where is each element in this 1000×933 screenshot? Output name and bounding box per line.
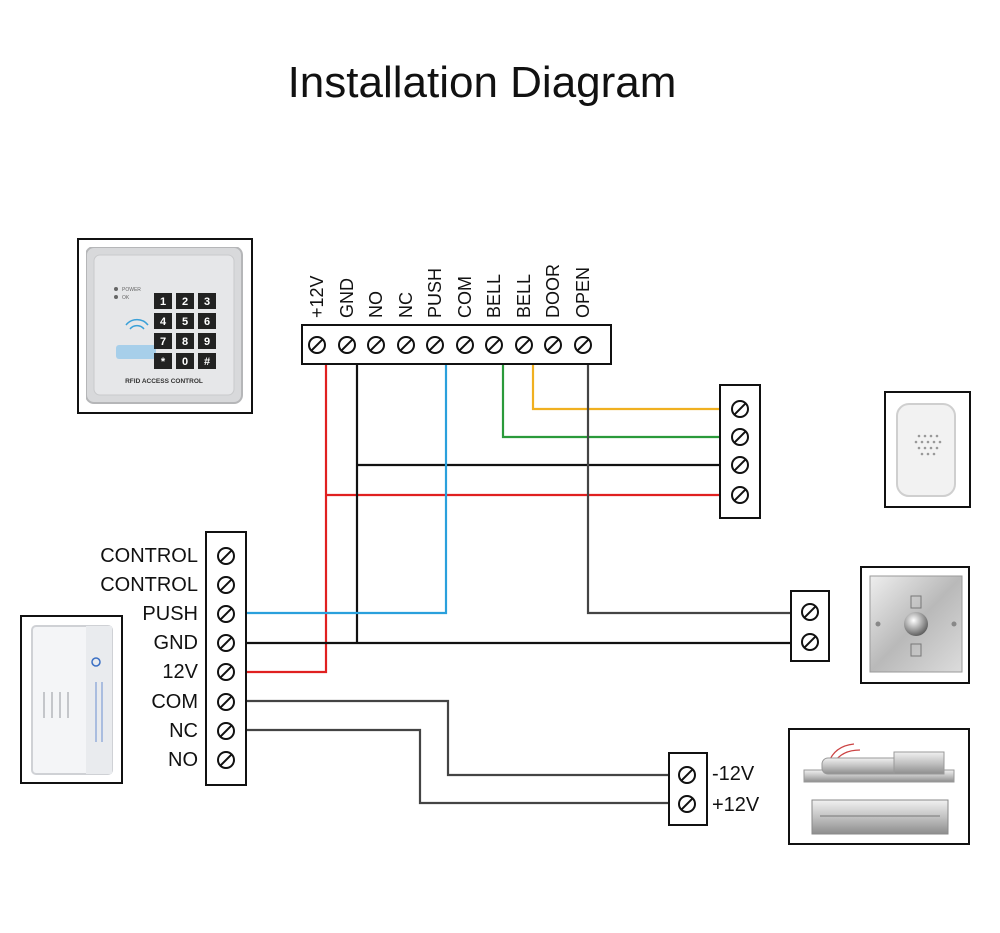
top-terminal-label: +12V [307,275,327,318]
key-4: 4 [160,316,167,328]
top-terminal-label: GND [336,278,357,318]
key-7: 7 [160,336,166,348]
key-hash: # [204,356,210,368]
power-supply-terminal-label: COM [151,690,198,713]
power-supply-screw-terminal [217,634,235,653]
top-terminal-label: COM [454,276,475,318]
bell-screw-terminal [731,456,749,474]
key-6: 6 [204,316,210,328]
exit-screw-terminal [801,603,819,621]
diagram-title: Installation Diagram [287,58,677,107]
power-supply-screw-terminal [217,663,235,682]
top-terminal-label: DOOR [543,264,563,318]
top-screw-terminal [485,336,503,354]
top-terminal-label: OPEN [572,266,593,318]
top-screw-terminal [308,336,326,354]
top-terminal-label: BELL [513,273,534,318]
power-supply-terminal-label: NO [168,748,198,771]
power-supply-terminal-block [205,531,247,786]
top-terminal-label: BELL [484,273,504,318]
exit-screw-terminal [801,633,819,651]
wire-com-lock [236,699,685,777]
keypad-keys: 1 2 3 4 5 6 7 8 9 * 0 # [154,293,216,369]
power-supply-terminal-label: PUSH [142,603,198,626]
power-supply-screw-terminal [217,692,235,711]
key-star: * [161,356,166,368]
lock-terminal-block [668,752,708,826]
wire-12v-red [236,364,737,674]
power-supply-device [31,625,113,775]
wire-bell-orange [531,364,737,411]
keypad-indicator-power: POWER [122,287,141,293]
keypad-device: POWER OK 1 2 3 4 5 6 7 8 9 * 0 # RFID ACCESS CON… [86,247,243,404]
top-screw-terminal [367,336,385,354]
power-supply-screw-terminal [217,576,235,595]
bell-screw-terminal [731,428,749,446]
lock-screw-terminal [678,766,696,784]
top-screw-terminal [426,336,444,354]
key-3: 3 [204,296,210,308]
power-supply-screw-terminal [217,547,235,565]
top-screw-terminal [514,336,533,354]
magnetic-lock-device [803,743,955,835]
top-screw-terminal [396,336,415,354]
bell-screw-terminal [731,486,749,504]
wire-bell-green [501,364,737,439]
keypad-indicator-ok: OK [122,295,130,301]
wire-open-exit [586,364,808,615]
power-supply-screw-terminal [217,605,235,624]
key-9: 9 [204,336,210,348]
power-supply-screw-terminal [217,750,235,769]
top-screw-terminal [455,336,474,354]
power-supply-terminal-label: GND [153,632,198,655]
wire-nc-lock [236,728,685,805]
wire-push-blue [236,364,448,615]
top-terminal-label: NC [395,292,416,318]
doorbell-device [896,403,956,497]
key-2: 2 [182,296,188,308]
power-supply-screw-terminal [217,721,235,740]
lock-screw-terminal [678,795,696,813]
bell-screw-terminal [731,400,749,418]
exit-button-device [869,575,963,673]
key-8: 8 [182,336,188,348]
lock-terminal-label-minus12v: -12V [712,763,755,785]
power-supply-terminal-label: 12V [162,661,198,684]
wire-gnd-black [236,364,808,645]
power-supply-terminal-label: CONTROL [100,545,198,567]
top-terminal-label: NO [366,291,386,318]
power-supply-terminal-label: CONTROL [100,574,198,597]
key-0: 0 [182,356,188,368]
key-5: 5 [182,316,188,328]
top-screw-terminal [337,336,356,354]
top-terminal-label: PUSH [425,267,445,318]
lock-terminal-label-plus12v: +12V [712,794,760,816]
top-screw-terminal [573,336,592,354]
keypad-label: RFID ACCESS CONTROL [125,378,203,385]
top-screw-terminal [544,336,562,354]
exit-button-terminal-block [790,590,830,662]
key-1: 1 [160,296,166,308]
power-supply-terminal-label: NC [169,719,198,742]
